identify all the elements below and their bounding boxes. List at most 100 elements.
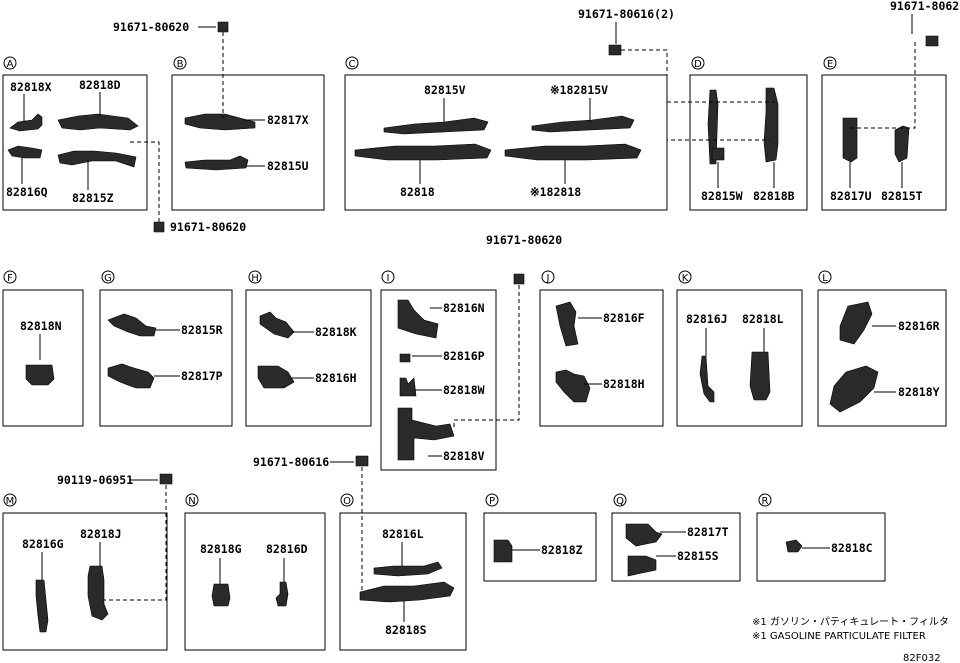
part-shape-82815T <box>894 125 910 163</box>
box-l <box>817 289 947 427</box>
svg-text:E: E <box>827 59 833 70</box>
bolt-icon-m <box>159 473 173 485</box>
bolt-icon-top-e <box>925 35 939 47</box>
box-letter-r: R <box>758 493 772 507</box>
part-82815S[interactable]: 82815S <box>677 549 719 563</box>
part-82816F[interactable]: 82816F <box>603 311 645 325</box>
part-82818S[interactable]: 82818S <box>385 623 427 637</box>
part-shape-82817X <box>184 113 256 131</box>
figure-code: 82F032 <box>903 653 941 663</box>
part-82816N[interactable]: 82816N <box>443 301 485 315</box>
svg-text:Q: Q <box>616 496 624 507</box>
part-82818J[interactable]: 82818J <box>80 527 122 541</box>
box-letter-o: O <box>340 493 354 507</box>
part-shape-82818L <box>749 351 771 401</box>
box-letter-f: F <box>3 270 17 284</box>
box-letter-g: G <box>101 270 115 284</box>
part-82818Z[interactable]: 82818Z <box>541 543 583 557</box>
box-d <box>689 74 808 211</box>
svg-text:H: H <box>251 273 259 284</box>
box-letter-j: J <box>541 270 555 284</box>
part-82816R[interactable]: 82816R <box>898 319 940 333</box>
box-letter-e: E <box>823 56 837 70</box>
part-x1-82818[interactable]: ※182818 <box>530 185 581 199</box>
part-shape-82815Z <box>57 150 137 168</box>
fastener-top-e[interactable]: 91671-80620 <box>890 0 960 13</box>
part-82815W[interactable]: 82815W <box>701 189 743 203</box>
fastener-m[interactable]: 90119-06951 <box>57 473 133 487</box>
box-e <box>821 74 947 211</box>
part-shape-82818W <box>399 377 417 397</box>
part-x1-82815V[interactable]: ※182815V <box>550 83 608 97</box>
part-82818H[interactable]: 82818H <box>603 377 645 391</box>
bolt-icon-o <box>355 455 369 467</box>
part-shape-82818B <box>763 87 779 163</box>
part-82818W[interactable]: 82818W <box>443 383 485 397</box>
svg-text:O: O <box>343 496 351 507</box>
svg-text:I: I <box>387 273 390 284</box>
box-k <box>676 289 803 427</box>
part-shape-82818G <box>211 583 231 607</box>
part-shape-82818S <box>359 581 455 603</box>
fastener-o[interactable]: 91671-80616 <box>253 455 329 469</box>
part-82815T[interactable]: 82815T <box>881 189 923 203</box>
part-shape-82815V <box>383 117 489 135</box>
part-82817T[interactable]: 82817T <box>687 525 729 539</box>
part-shape-82816P <box>399 353 411 363</box>
svg-text:B: B <box>177 59 184 70</box>
part-shape-82815W-bracket <box>711 147 725 161</box>
part-82818C[interactable]: 82818C <box>831 541 873 555</box>
part-shape-82818Z <box>493 539 513 563</box>
part-shape-82818H <box>555 369 591 403</box>
part-shape-82816G <box>35 579 49 633</box>
part-82816Q[interactable]: 82816Q <box>6 185 48 199</box>
part-82818N[interactable]: 82818N <box>20 319 62 333</box>
bolt-icon-top-a <box>217 21 229 33</box>
bolt-icon-mid-a <box>153 221 165 233</box>
part-82818G[interactable]: 82818G <box>200 542 242 556</box>
fastener-top-a[interactable]: 91671-80620 <box>113 20 189 34</box>
box-o <box>339 512 467 651</box>
part-82818Y[interactable]: 82818Y <box>898 385 940 399</box>
part-82815U[interactable]: 82815U <box>267 159 309 173</box>
box-letter-n: N <box>185 493 199 507</box>
box-n <box>184 512 326 651</box>
fastener-mid-i[interactable]: 91671-80620 <box>486 233 562 247</box>
part-shape-82816J <box>699 355 715 403</box>
part-shape-82816L <box>373 561 443 577</box>
svg-text:M: M <box>6 496 15 507</box>
part-82818X[interactable]: 82818X <box>10 80 52 94</box>
part-82817X[interactable]: 82817X <box>267 113 309 127</box>
part-82816P[interactable]: 82816P <box>443 349 485 363</box>
svg-text:D: D <box>694 59 702 70</box>
part-82818B[interactable]: 82818B <box>753 189 795 203</box>
part-82816D[interactable]: 82816D <box>266 542 308 556</box>
note-line-en: ※1 GASOLINE PARTICULATE FILTER <box>752 631 926 642</box>
part-82818V[interactable]: 82818V <box>443 449 485 463</box>
svg-text:C: C <box>349 59 356 70</box>
part-82818L[interactable]: 82818L <box>742 312 784 326</box>
part-82816L[interactable]: 82816L <box>382 527 424 541</box>
part-shape-82818X <box>9 113 43 132</box>
fastener-mid-a[interactable]: 91671-80620 <box>170 220 246 234</box>
box-c <box>344 74 668 211</box>
part-shape-x1-82818 <box>504 143 642 161</box>
part-82818K[interactable]: 82818K <box>315 325 357 339</box>
svg-text:J: J <box>546 273 550 284</box>
part-82815Z[interactable]: 82815Z <box>72 191 114 205</box>
bolt-icon-top-d <box>608 44 622 56</box>
part-shape-82818D <box>57 113 139 131</box>
part-82817P[interactable]: 82817P <box>181 369 223 383</box>
part-82818D[interactable]: 82818D <box>79 78 121 92</box>
part-82816G[interactable]: 82816G <box>22 537 64 551</box>
part-82816J[interactable]: 82816J <box>686 312 728 326</box>
box-letter-b: B <box>173 56 187 70</box>
part-82815V[interactable]: 82815V <box>424 83 466 97</box>
part-82818[interactable]: 82818 <box>400 185 435 199</box>
part-shape-82818N <box>25 364 55 386</box>
part-82816H[interactable]: 82816H <box>315 371 357 385</box>
part-shape-82818V <box>397 407 455 461</box>
part-82815R[interactable]: 82815R <box>181 323 223 337</box>
part-82817U[interactable]: 82817U <box>830 189 872 203</box>
fastener-top-d[interactable]: 91671-80616(2) <box>578 7 675 21</box>
